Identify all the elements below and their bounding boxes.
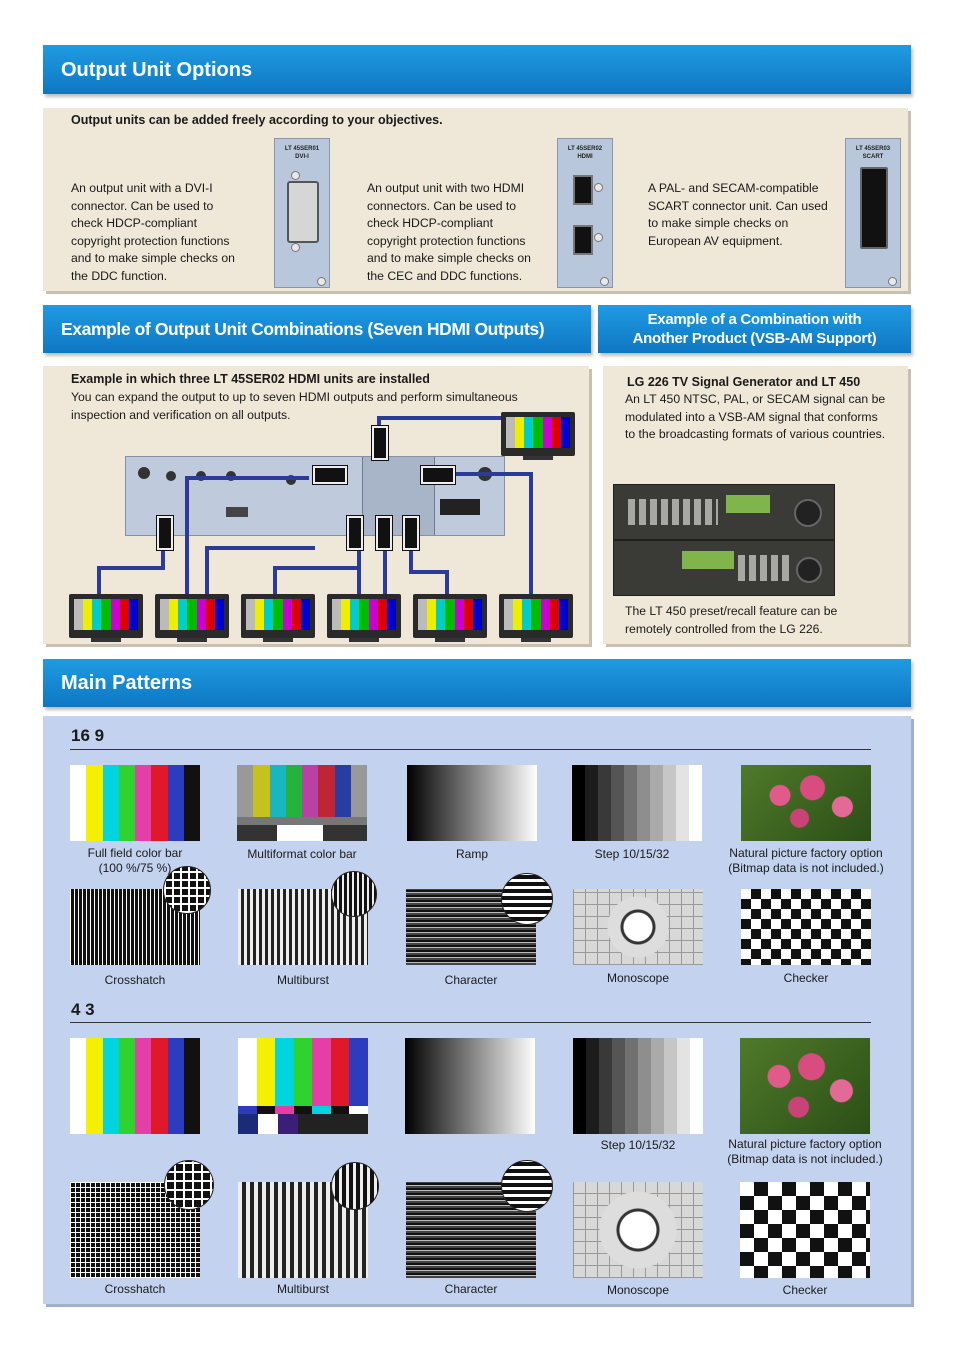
ramp-4x3-image	[405, 1038, 535, 1134]
hdmi-plug-icon	[376, 516, 392, 550]
crosshatch-image	[70, 889, 200, 965]
checker-4x3-image	[740, 1182, 870, 1278]
unit-hdmi-image: LT 45SER02 HDMI	[557, 138, 613, 288]
caption-checker-4x3: Checker	[782, 1283, 828, 1297]
natural-picture-flowers-4x3-image	[740, 1038, 870, 1134]
patterns-panel: 16 9 Full field color bar (100 %/75 %) M…	[43, 716, 911, 1304]
multiburst-zoom-icon	[331, 871, 377, 917]
combinations-panel: Example in which three LT 45SER02 HDMI u…	[43, 366, 589, 644]
step-pattern-4x3-image	[573, 1038, 703, 1134]
unit-scart-label: LT 45SER03 SCART	[855, 146, 891, 160]
unit-hdmi-description: An output unit with two HDMI connectors.…	[367, 181, 531, 283]
combinations-banner: Example of Output Unit Combinations (Sev…	[43, 305, 591, 353]
unit-dvi-image: LT 45SER01 DVI-I	[274, 138, 330, 288]
checker-image	[741, 889, 871, 965]
multiburst-4x3-zoom-icon	[331, 1162, 379, 1210]
combinations-text: You can expand the output to up to seven…	[71, 390, 518, 422]
hdmi-plug-icon	[421, 466, 455, 484]
character-zoom-icon	[501, 873, 553, 925]
hdmi-plug-icon	[157, 516, 173, 550]
monoscope-4x3-image	[573, 1182, 703, 1278]
caption-crosshatch-4x3: Crosshatch	[104, 1282, 166, 1296]
caption-monoscope: Monoscope	[606, 971, 670, 985]
scart-connector-icon	[860, 167, 888, 249]
caption-natural-picture-4x3: Natural picture factory option (Bitmap d…	[727, 1137, 883, 1166]
output-options-intro: Output units can be added freely accordi…	[71, 113, 443, 127]
monitor-icon	[501, 412, 575, 460]
crosshatch-zoom-icon	[163, 866, 211, 914]
monitor-icon	[241, 594, 315, 642]
combinations-title: Example of Output Unit Combinations (Sev…	[61, 319, 545, 339]
unit-scart-description: A PAL- and SECAM-compatible SCART connec…	[648, 181, 828, 248]
caption-natural-picture: Natural picture factory option (Bitmap d…	[728, 846, 884, 875]
vsb-banner: Example of a Combination with Another Pr…	[598, 305, 911, 353]
generator-front-upper-image	[613, 484, 835, 540]
monoscope-image	[573, 889, 703, 965]
multiformat-color-bar-4x3-image	[238, 1038, 368, 1134]
unit-dvi-description: An output unit with a DVI-I connector. C…	[71, 181, 235, 283]
caption-character: Character	[444, 973, 498, 987]
caption-multiburst: Multiburst	[276, 973, 329, 987]
vsb-panel: LG 226 TV Signal Generator and LT 450 An…	[603, 366, 908, 644]
output-options-banner: Output Unit Options	[43, 45, 911, 94]
monitor-icon	[413, 594, 487, 642]
caption-ramp: Ramp	[455, 847, 488, 861]
hdmi-plug-icon	[403, 516, 419, 550]
output-options-title: Output Unit Options	[61, 59, 253, 81]
character-4x3-zoom-icon	[501, 1160, 553, 1212]
combinations-heading: Example in which three LT 45SER02 HDMI u…	[71, 372, 430, 386]
hdmi-port-icon	[573, 225, 593, 255]
vsb-text: An LT 450 NTSC, PAL, or SECAM signal can…	[625, 392, 886, 441]
caption-multiformat-color-bar: Multiformat color bar	[247, 847, 357, 861]
full-field-color-bar-image	[70, 765, 200, 841]
caption-monoscope-4x3: Monoscope	[606, 1283, 670, 1297]
generator-front-lower-image	[613, 540, 835, 596]
hdmi-port-icon	[573, 175, 593, 205]
crosshatch-4x3-zoom-icon	[164, 1160, 214, 1210]
vsb-heading: LG 226 TV Signal Generator and LT 450	[627, 375, 861, 389]
hdmi-plug-icon	[347, 516, 363, 550]
output-options-panel: Output units can be added freely accordi…	[43, 108, 908, 291]
vsb-footer: The LT 450 preset/recall feature can be …	[625, 604, 838, 636]
unit-hdmi-label: LT 45SER02 HDMI	[567, 146, 603, 160]
multiformat-color-bar-image	[237, 765, 367, 841]
unit-scart-image: LT 45SER03 SCART	[845, 138, 901, 288]
caption-step: Step 10/15/32	[594, 847, 670, 861]
vsb-title: Example of a Combination with Another Pr…	[632, 311, 877, 347]
step-pattern-image	[572, 765, 702, 841]
caption-full-field-color-bar: Full field color bar (100 %/75 %)	[87, 846, 183, 875]
caption-step-4x3: Step 10/15/32	[600, 1138, 676, 1152]
caption-multiburst-4x3: Multiburst	[276, 1282, 329, 1296]
patterns-title: Main Patterns	[61, 672, 193, 694]
monitor-icon	[155, 594, 229, 642]
unit-dvi-label: LT 45SER01 DVI-I	[284, 146, 320, 160]
hdmi-plug-icon	[313, 466, 347, 484]
monitor-icon	[499, 594, 573, 642]
hdmi-plug-icon	[372, 426, 388, 460]
ratio-4-3-label: 4 3	[71, 1000, 95, 1019]
caption-checker: Checker	[783, 971, 829, 985]
monitor-icon	[327, 594, 401, 642]
caption-character-4x3: Character	[444, 1282, 498, 1296]
ramp-image	[407, 765, 537, 841]
natural-picture-flowers-image	[741, 765, 871, 841]
full-field-color-bar-4x3-image	[70, 1038, 200, 1134]
ratio-16-9-label: 16 9	[71, 726, 105, 745]
monitor-icon	[69, 594, 143, 642]
caption-crosshatch: Crosshatch	[104, 973, 166, 987]
dvi-connector-icon	[287, 181, 319, 243]
patterns-banner: Main Patterns	[43, 659, 911, 707]
